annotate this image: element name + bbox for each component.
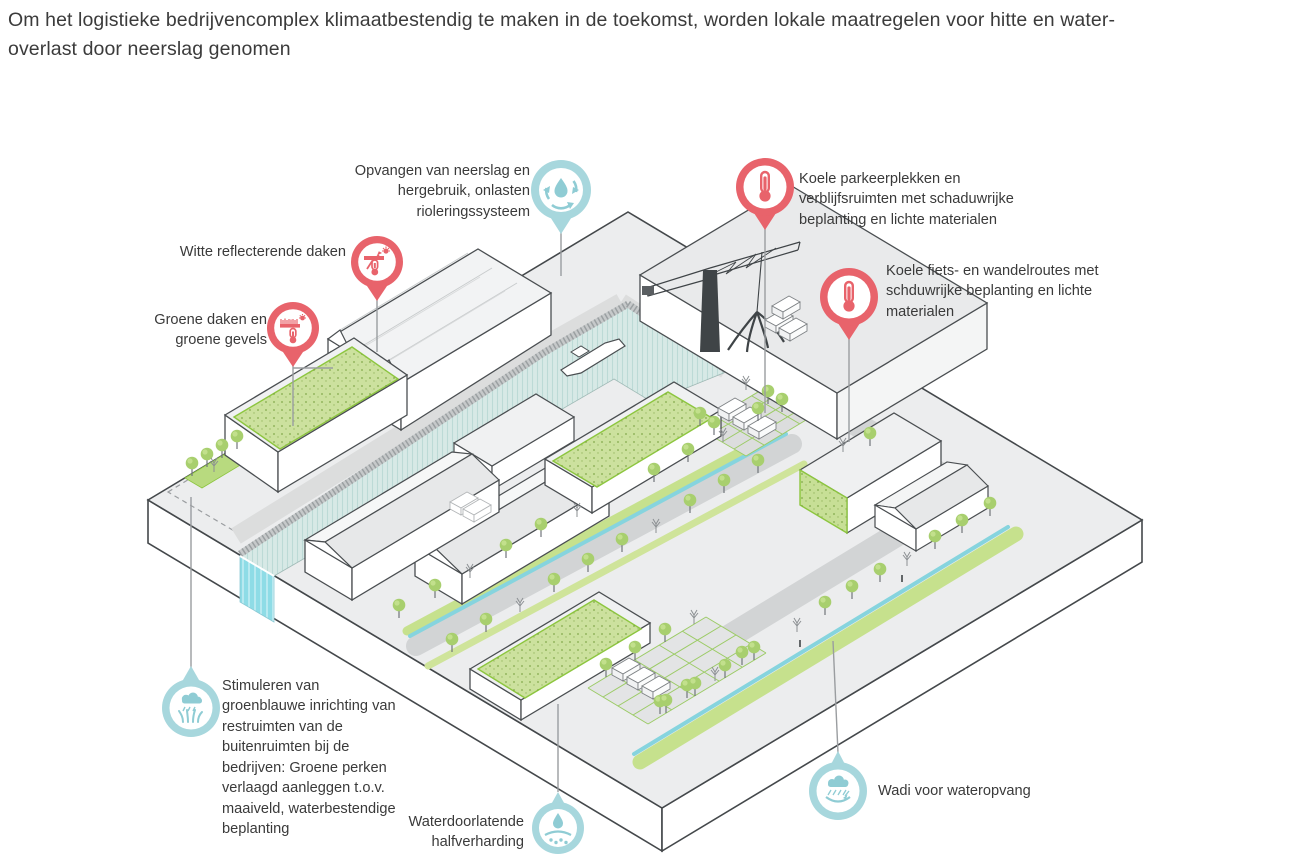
callout-label: Wadi voor wateropvang [878, 783, 1031, 799]
rain-grass-icon [178, 692, 203, 723]
thermometer-icon [843, 280, 855, 312]
page-title: Om het logistieke bedrijvencomplex klima… [8, 6, 1292, 65]
green-roof [476, 599, 643, 699]
green-facade-strip [799, 468, 848, 535]
water-recycle-icon [543, 178, 579, 210]
pin-white-roofs [351, 236, 403, 301]
title-line-2: overlast door neerslag genomen [8, 38, 291, 61]
parking-permeable-center [587, 616, 767, 725]
callout-green-blue-spaces: Stimuleren van groenblauwe inrichting va… [222, 676, 402, 839]
pedestrians [799, 575, 903, 647]
callout-rainwater-reuse: Opvangen van neerslag en hergebruik, onl… [296, 161, 530, 222]
harbor-crane [642, 241, 801, 353]
pin-rainwater-reuse [531, 160, 591, 234]
water-cascade [239, 555, 275, 623]
green-roof [232, 346, 400, 450]
reflective-roof-icon [364, 246, 390, 276]
title-line-1: Om het logistieke bedrijvencomplex klima… [8, 9, 1116, 31]
callout-white-roofs: Witte reflecterende daken [136, 242, 346, 262]
pin-cool-parking [736, 158, 794, 230]
callout-cool-routes: Koele fiets- en wandelroutes met schduwr… [886, 261, 1144, 322]
building-green-facade-right [798, 412, 943, 535]
callout-label: Stimuleren van groenblauwe inrichting va… [222, 678, 396, 837]
roadside-ditch [408, 432, 788, 638]
cargo-ship [560, 338, 626, 377]
callout-cool-parking: Koele parkeerplekken en verblijfsruimten… [799, 169, 1051, 230]
green-roof-icon [280, 314, 306, 344]
wadi-green-strip [632, 525, 1024, 770]
permeable-paving-icon [544, 813, 572, 845]
callout-label: Waterdoorlatende halfverharding [408, 814, 524, 851]
callout-permeable-paving: Waterdoorlatende halfverharding [374, 812, 524, 853]
pin-green-blue-spaces [162, 666, 220, 737]
callout-label: Koele parkeerplekken en verblijfsruimten… [799, 171, 1014, 228]
leader-lines [190, 222, 850, 792]
pin-green-roofs [267, 302, 319, 367]
callout-label: Koele fiets- en wandelroutes met schduwr… [886, 263, 1099, 320]
rain-basin-icon [825, 775, 851, 803]
building-green-roof-center [543, 381, 723, 515]
thermometer-icon [759, 170, 771, 202]
callout-wadi: Wadi voor wateropvang [878, 781, 1128, 801]
callout-label: Groene daken en groene gevels [154, 312, 267, 349]
callout-label: Opvangen van neerslag en hergebruik, onl… [354, 163, 530, 220]
pin-wadi [809, 751, 867, 820]
pin-cool-routes [820, 268, 878, 340]
callout-label: Witte reflecterende daken [179, 244, 346, 260]
pin-permeable-paving [532, 792, 584, 854]
building-green-roof-lower [468, 591, 652, 722]
callout-green-roofs: Groene daken en groene gevels [117, 310, 267, 351]
